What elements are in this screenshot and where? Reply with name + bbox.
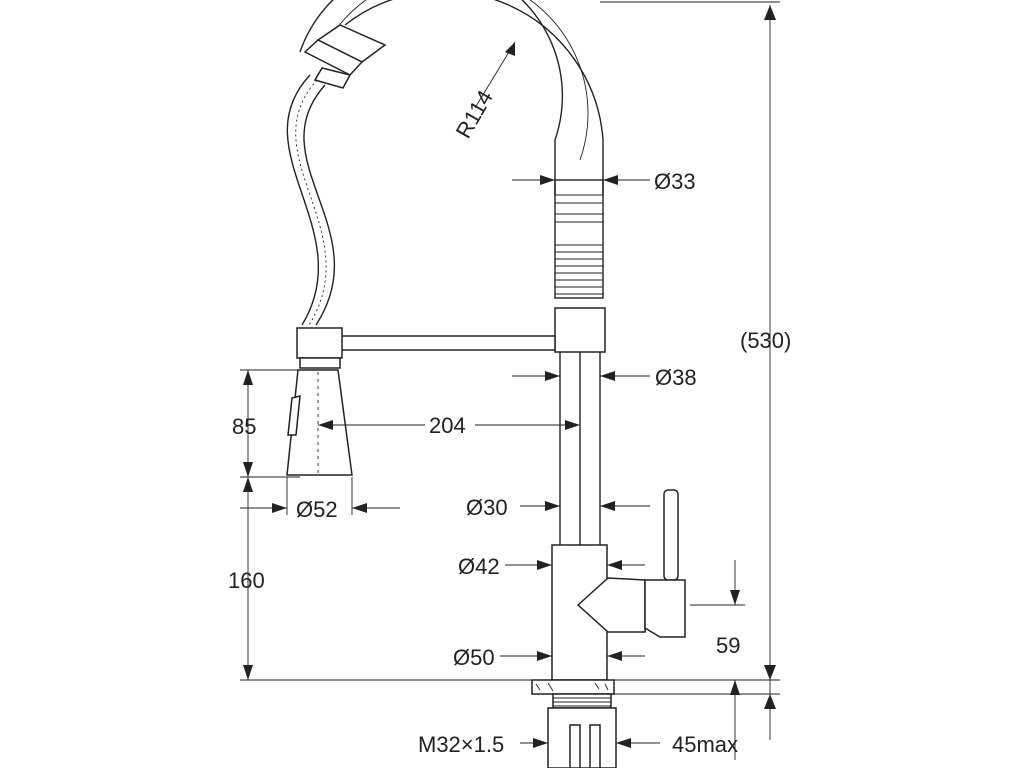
label-thickness: 45max: [672, 732, 738, 757]
spring-coils: [555, 194, 603, 295]
label-total-height: (530): [740, 328, 791, 353]
label-dia-base: Ø50: [453, 645, 495, 670]
dimension-lines: [240, 1, 780, 760]
label-handle-height: 59: [716, 633, 740, 658]
label-dia-top-tube: Ø33: [654, 169, 696, 194]
label-spray-dia: Ø52: [296, 497, 338, 522]
label-radius: R114: [451, 86, 498, 143]
label-dia-lower: Ø30: [466, 495, 508, 520]
spray-nozzle-top: [303, 24, 387, 89]
faucet-outline: [286, 0, 686, 768]
label-spout-height: 160: [228, 568, 265, 593]
label-dia-handle-body: Ø42: [458, 554, 500, 579]
label-reach: 204: [429, 413, 466, 438]
label-spray-height: 85: [232, 414, 256, 439]
label-dia-body: Ø38: [655, 365, 697, 390]
label-thread: M32×1.5: [418, 732, 504, 757]
